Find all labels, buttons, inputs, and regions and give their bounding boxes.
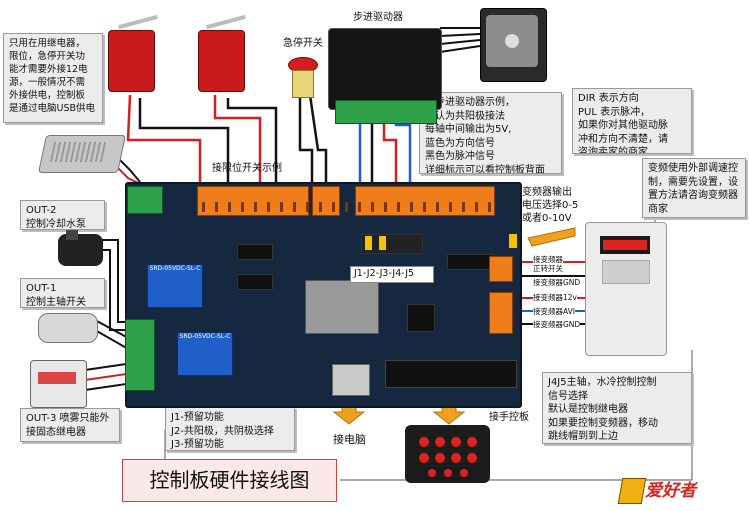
ic-4: [407, 304, 435, 332]
estop-base: [292, 70, 314, 98]
solid-state-relay: [30, 360, 87, 408]
limit-switch-2: [198, 30, 245, 92]
usb-port: [332, 364, 370, 396]
water-pump-outlet: [66, 230, 78, 240]
relay-1: SRD-05VDC-SL-C: [147, 264, 203, 308]
vfd-terminal-block-bottom: [489, 292, 513, 334]
ic-3: [447, 254, 493, 270]
note-jumpers: J1-预留功能 J2-共阳极，共阴极选择 J3-预留功能: [165, 407, 295, 451]
vfd-conn-avi: 接变频器AVI: [533, 307, 575, 317]
metal-shield: [305, 280, 379, 334]
vfd-terminal-block-top: [489, 256, 513, 282]
stepper-driver-terminals: [335, 100, 437, 124]
main-title: 控制板硬件接线图: [122, 459, 337, 502]
ssr-label: [38, 372, 76, 384]
jumper-row-label-box: [350, 266, 434, 283]
vfd-output-label: 变频器输出 电压选择0-5 或者0-10V: [522, 187, 579, 224]
vfd-conn-gnd-1: 接变频器GND: [533, 278, 581, 288]
vfd-conn-gnd-2: 接变频器GND: [533, 320, 581, 330]
note-dir-pul: DIR 表示方向 PUL 表示脉冲， 如果你对其他驱动脉 冲和方向不清楚，请 咨…: [572, 88, 692, 154]
note-limit-power: 只用在用继电器， 限位，急停开关功 能才需要外接12电 源，一般情况不需 外接供…: [3, 33, 103, 123]
note-vfd-config: 变频使用外部调速控 制，需要先设置，设 置方法请咨询变频器 商家: [642, 158, 746, 218]
control-board: SRD-05VDC-SL-C SRD-05VDC-SL-C: [125, 182, 522, 408]
stepper-motor-shaft: [505, 34, 519, 48]
estop-label: 急停开关: [283, 38, 323, 49]
ic-2: [237, 274, 273, 290]
spindle-relay-module: [38, 313, 98, 343]
vfd-digits: [603, 240, 647, 250]
limit-switch-example-label: 接限位开关示例: [212, 163, 282, 174]
note-out1: OUT-1 控制主轴开关: [20, 278, 105, 308]
power-terminal: [127, 186, 163, 214]
jumper-header: [361, 234, 423, 254]
jumper-cap-1: [365, 236, 372, 250]
logo-icon: [617, 478, 647, 504]
water-pump: [58, 234, 103, 266]
logo-text: 爱好者: [645, 481, 696, 501]
power-supply-vents: [49, 142, 110, 162]
to-pc-label: 接电脑: [333, 433, 366, 446]
stepper-driver-label: 步进驱动器: [353, 12, 403, 23]
pendant-header: [385, 360, 517, 388]
note-j4j5: J4J5主轴，水冷控制控制 信号选择 默认是控制继电器 如果要控制变频器，移动 …: [542, 372, 692, 444]
note-out2: OUT-2 控制冷却水泵: [20, 200, 105, 230]
terminal-screws: [197, 202, 495, 212]
vfd-conn-12v: 接变频器12v: [533, 293, 577, 303]
pendant-buttons: [419, 437, 477, 477]
vfd-conn-forward: 接变频器 正转开关: [533, 255, 563, 273]
vfd-voltage-jumper: [509, 234, 517, 248]
limit-switch-1: [108, 30, 155, 92]
handwheel-label: 接手控板: [489, 412, 529, 423]
ic-1: [237, 244, 273, 260]
stepper-driver: [328, 28, 442, 110]
relay-2: SRD-05VDC-SL-C: [177, 332, 233, 376]
jumper-cap-2: [379, 236, 386, 250]
jumper-row-label: J1-J2-J3-J4-J5: [354, 268, 415, 279]
note-out3: OUT-3 喷雾只能外 接固态继电器: [20, 408, 120, 442]
output-terminals: [125, 319, 155, 391]
note-stepper-example: 接步进驱动器示例， 默认为共阳极接法 每轴中间输出为5V, 蓝色为方向信号 黑色…: [419, 92, 562, 174]
vfd-keypad: [602, 260, 650, 284]
